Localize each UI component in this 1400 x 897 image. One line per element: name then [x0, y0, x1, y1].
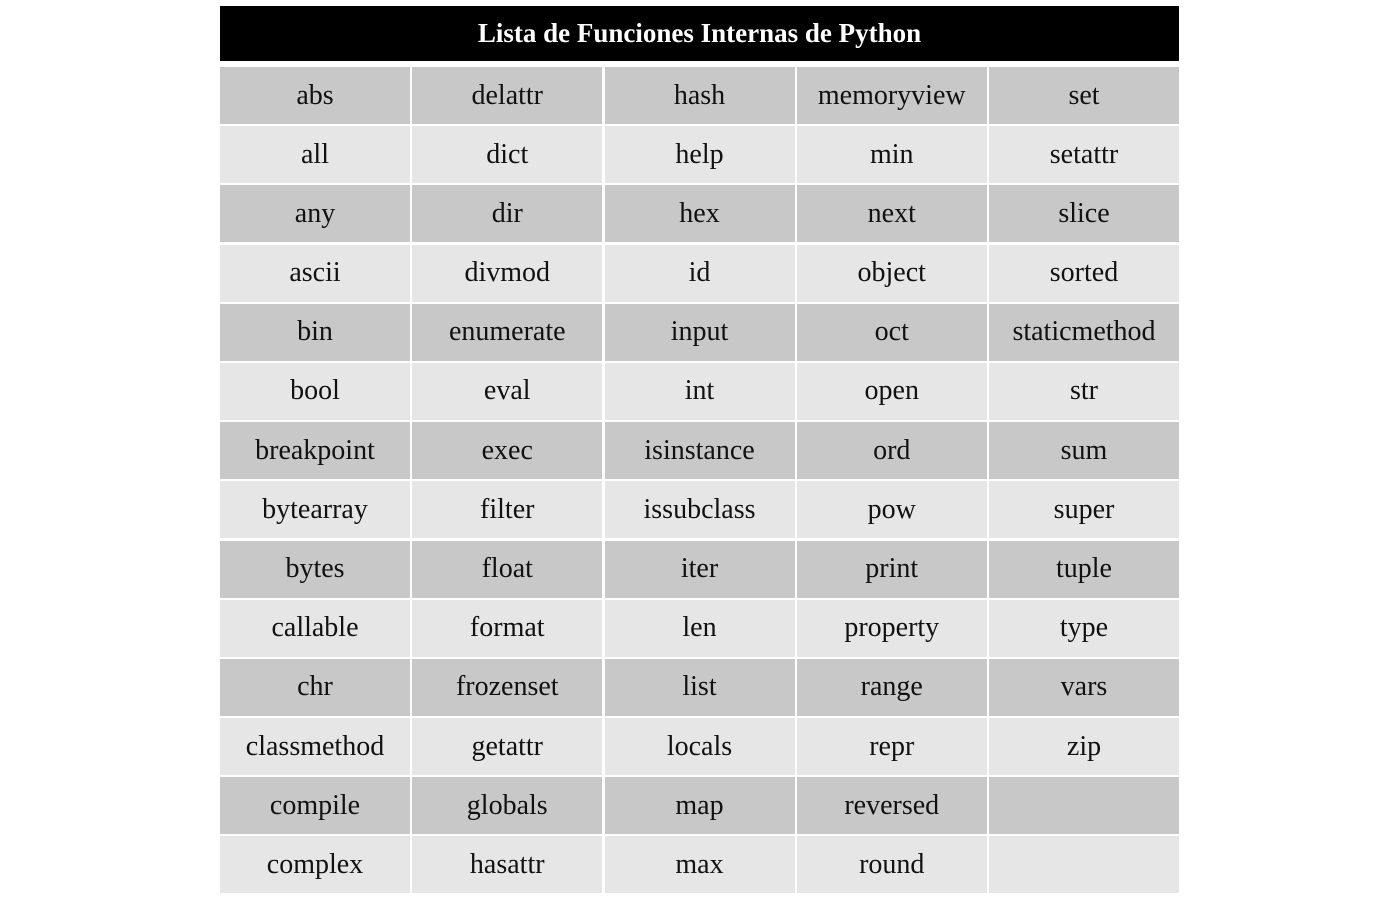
- table-cell: filter: [412, 481, 603, 539]
- table-cell: all: [220, 126, 410, 184]
- table-cell: isinstance: [604, 422, 795, 480]
- table-cell: exec: [412, 422, 603, 480]
- table-cell: list: [604, 658, 795, 716]
- table-cell: set: [989, 67, 1179, 124]
- table-cell: issubclass: [604, 481, 795, 539]
- table-cell: ord: [796, 422, 987, 480]
- table-cell: oct: [796, 303, 987, 361]
- table-cell: int: [604, 362, 795, 420]
- table-cell: format: [412, 599, 603, 657]
- table-cell: id: [604, 244, 795, 302]
- table-cell: next: [796, 185, 987, 243]
- table-cell: ascii: [220, 244, 410, 302]
- table-cell: open: [796, 362, 987, 420]
- table-cell: [989, 777, 1179, 835]
- table-cell: object: [796, 244, 987, 302]
- table-cell: dir: [412, 185, 603, 243]
- table-cell: any: [220, 185, 410, 243]
- table-cell: staticmethod: [989, 303, 1179, 361]
- table-cell: bytes: [220, 540, 410, 598]
- table-cell: help: [604, 126, 795, 184]
- table-cell: round: [796, 836, 987, 894]
- table-cell: bin: [220, 303, 410, 361]
- table-cell: vars: [989, 658, 1179, 716]
- table-cell: max: [604, 836, 795, 894]
- table-cell: compile: [220, 777, 410, 835]
- table-cell: hex: [604, 185, 795, 243]
- table-cell: repr: [796, 718, 987, 776]
- table-cell: delattr: [412, 67, 603, 124]
- table-cell: float: [412, 540, 603, 598]
- table-cell: locals: [604, 718, 795, 776]
- table-cell: bool: [220, 362, 410, 420]
- table-title: Lista de Funciones Internas de Python: [220, 6, 1179, 61]
- table-cell: sum: [989, 422, 1179, 480]
- table-cell: sorted: [989, 244, 1179, 302]
- table-cell: input: [604, 303, 795, 361]
- table-cell: eval: [412, 362, 603, 420]
- functions-table: Lista de Funciones Internas de Python ab…: [220, 6, 1179, 894]
- table-cell: type: [989, 599, 1179, 657]
- table-cell: dict: [412, 126, 603, 184]
- table-cell: [989, 836, 1179, 894]
- table-cell: globals: [412, 777, 603, 835]
- table-cell: reversed: [796, 777, 987, 835]
- table-cell: super: [989, 481, 1179, 539]
- table-cell: divmod: [412, 244, 603, 302]
- table-cell: property: [796, 599, 987, 657]
- table-cell: frozenset: [412, 658, 603, 716]
- table-cell: callable: [220, 599, 410, 657]
- table-cell: zip: [989, 718, 1179, 776]
- table-cell: min: [796, 126, 987, 184]
- table-cell: hasattr: [412, 836, 603, 894]
- table-cell: hash: [604, 67, 795, 124]
- table-cell: abs: [220, 67, 410, 124]
- table-cell: getattr: [412, 718, 603, 776]
- table-cell: setattr: [989, 126, 1179, 184]
- table-cell: str: [989, 362, 1179, 420]
- table-cell: print: [796, 540, 987, 598]
- table-cell: classmethod: [220, 718, 410, 776]
- table-cell: complex: [220, 836, 410, 894]
- table-cell: memoryview: [796, 67, 987, 124]
- table-cell: breakpoint: [220, 422, 410, 480]
- table-cell: bytearray: [220, 481, 410, 539]
- table-cell: map: [604, 777, 795, 835]
- table-cell: enumerate: [412, 303, 603, 361]
- table-cell: tuple: [989, 540, 1179, 598]
- table-cell: len: [604, 599, 795, 657]
- table-cell: pow: [796, 481, 987, 539]
- table-cell: iter: [604, 540, 795, 598]
- table-cell: slice: [989, 185, 1179, 243]
- table-cell: chr: [220, 658, 410, 716]
- table-cell: range: [796, 658, 987, 716]
